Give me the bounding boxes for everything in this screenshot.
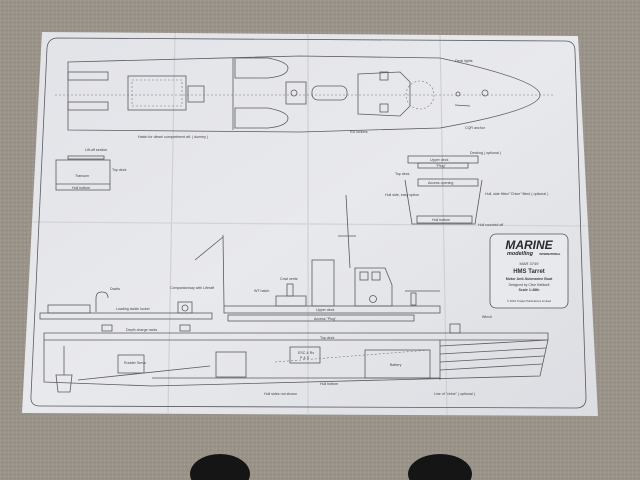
lockers-label: RU lockers: [350, 130, 368, 134]
profile-view: Davits Loading tackle locker Companionwa…: [39, 194, 549, 396]
depth-charge-label: Depth charge racks: [126, 328, 157, 332]
upper-deck-label: Upper deck: [316, 308, 335, 312]
plan-number: MAR 3749: [520, 261, 540, 266]
designer: Designed by Clive Halliwell: [509, 283, 550, 287]
companionway-label: Companionway with Liferaft: [170, 286, 214, 290]
access-plug-label: Access "Plug": [314, 317, 337, 321]
davits-label: Davits: [110, 287, 120, 291]
battery-label: Battery: [390, 363, 402, 367]
deck-lights-label: Deck lights: [455, 59, 473, 63]
rudder-servo-label: Rudder Servo: [124, 361, 146, 365]
vessel-name: HMS Tarret: [513, 269, 545, 275]
hull-bottom-label: Hull bottom: [432, 218, 450, 222]
loading-tackle-label: Loading tackle locker: [116, 307, 151, 311]
transom-section: Lift-off section Top deck Transom Hull b…: [55, 148, 127, 191]
brand-logo: MARINE: [505, 238, 553, 252]
title-block: MARINE modelling INTERNATIONAL MAR 3749 …: [489, 233, 569, 309]
winch-label: Winch: [482, 315, 492, 319]
top-deck-label: Top deck: [395, 172, 410, 176]
access-opening-label: Access opening: [428, 181, 453, 185]
upper-deck-label: Upper deck: [430, 158, 449, 162]
top-deck-label: Top deck: [320, 336, 335, 340]
hull-rounded-label: Hull rounded off: [478, 223, 503, 227]
cowl-vents-label: Cowl vents: [280, 277, 298, 281]
esc-sub-label: P & S: [300, 356, 310, 360]
hull-side-label: Hull side, easy option: [385, 193, 419, 197]
transom-label: Transom: [75, 174, 89, 178]
anchor-label: CQR anchor: [465, 126, 486, 130]
fold-line: [31, 221, 589, 227]
hull-side-fitted-label: Hull, side fitted "Chine" fitted ( optio…: [485, 192, 548, 196]
deck-plan-view: Hatch for diesel compartment aft. ( dumm…: [55, 55, 555, 139]
wt-hatch-label: WT hatch: [254, 289, 269, 293]
decking-label: Decking ( optional ): [470, 151, 501, 155]
hull-bottom-label: Hull bottom: [320, 382, 338, 386]
chine-label: Line of "chine" ( optional ): [434, 392, 475, 396]
esc-label: ESC & Rx: [298, 351, 314, 355]
scale: Scale 1:48th: [519, 288, 540, 292]
plan-border: [30, 37, 587, 409]
hull-bottom-label: Hull bottom: [72, 186, 90, 190]
hull-sides-label: Hull sides not shown: [264, 392, 297, 396]
brand-logo-sub2: INTERNATIONAL: [540, 252, 561, 256]
brand-logo-sub: modelling: [507, 251, 534, 257]
top-deck-label: Top deck: [112, 168, 127, 172]
left-shoe: [190, 454, 250, 480]
plug-label: "Plug": [436, 164, 446, 168]
copyright: © 2016 Traplet Publications Limited: [507, 299, 551, 303]
lift-off-label: Lift-off section: [85, 148, 107, 152]
right-shoe: [408, 454, 472, 480]
vessel-type: Motor Anti-Submarine Boat: [506, 277, 553, 281]
hatch-label: Hatch for diesel compartment aft. ( dumm…: [138, 135, 208, 139]
cross-section: Decking ( optional ) Upper deck "Plug" T…: [385, 151, 548, 227]
